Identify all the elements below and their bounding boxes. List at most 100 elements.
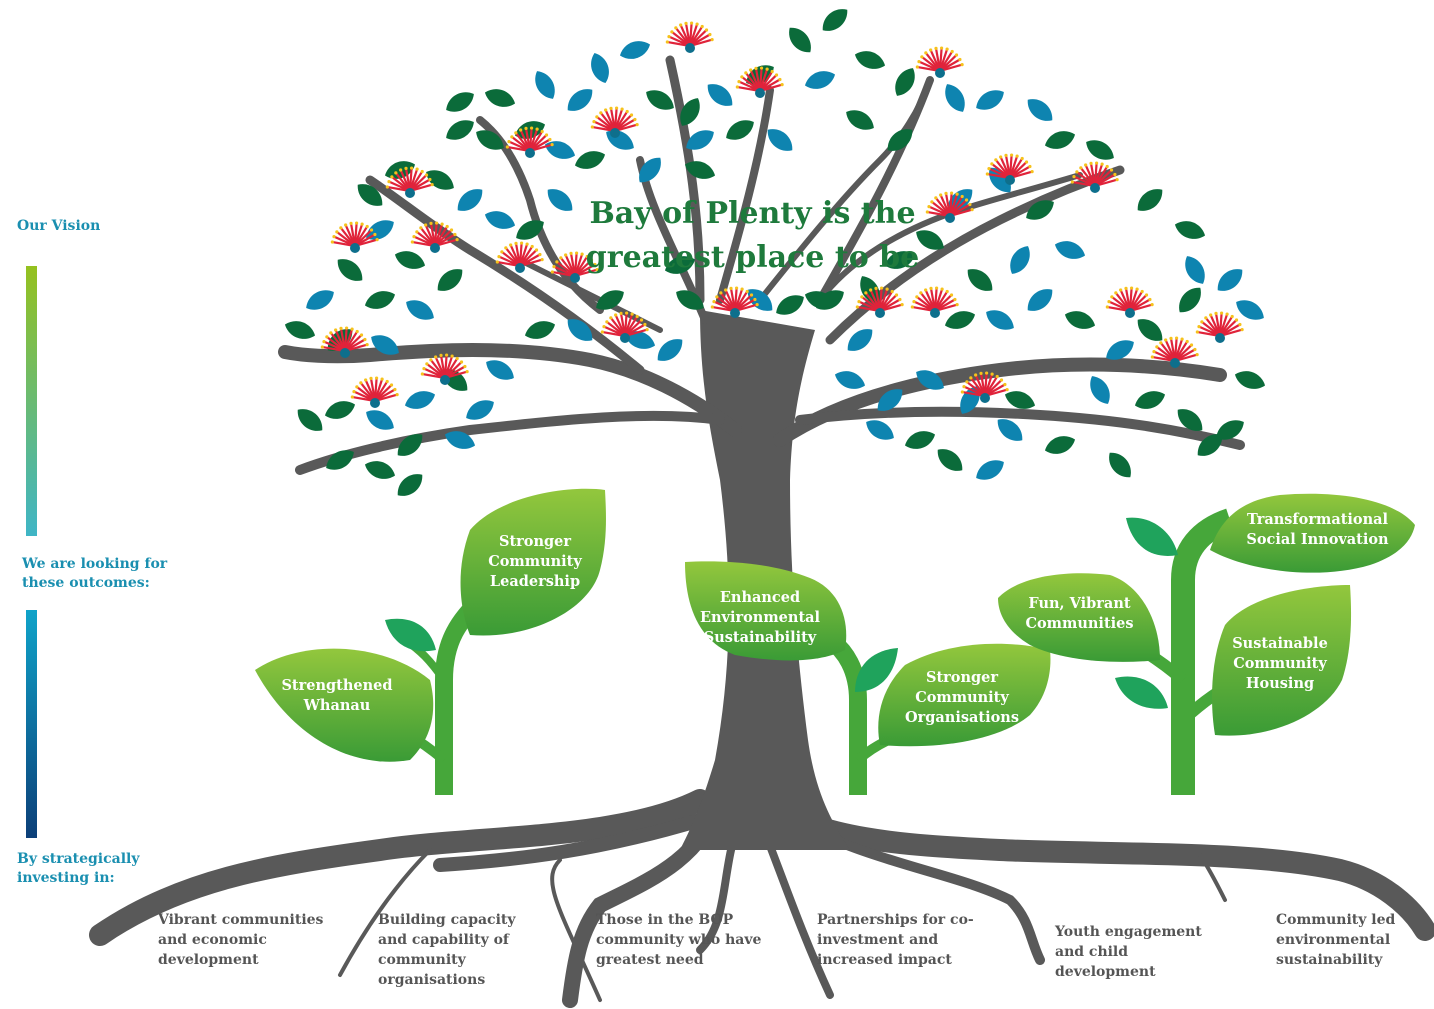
flower-icon [665, 21, 714, 53]
investing-label: By strategically investing in: [17, 851, 140, 886]
canopy-leaf [1109, 452, 1131, 478]
investment-building-capacity: Building capacity and capability of comm… [378, 912, 516, 988]
outcome-strengthened-whanau: Strengthened Whanau [281, 677, 393, 714]
flower-icon [350, 376, 399, 408]
canopy-leaf [1216, 420, 1244, 440]
tree-branches [278, 55, 1245, 475]
canopy-leaf [297, 409, 323, 431]
canopy-leaf [371, 335, 399, 355]
canopy-leaf [535, 71, 555, 99]
canopy-leaf [366, 220, 394, 240]
canopy-leaf [364, 461, 396, 479]
canopy-leaf [397, 434, 423, 456]
flower-icon [735, 66, 784, 98]
flower-icon [1150, 336, 1199, 368]
flower-icon [1105, 286, 1154, 318]
investment-partnerships: Partnerships for co-investment and incre… [817, 912, 974, 968]
flower-icon [330, 221, 379, 253]
canopy-leaf [1137, 319, 1163, 341]
vision-line-1: Bay of Plenty is the [589, 196, 916, 231]
canopy-leaf [1044, 436, 1076, 454]
canopy-leaf [484, 89, 516, 107]
canopy-leaf [444, 431, 476, 449]
canopy-leaf [789, 27, 811, 53]
canopy-leaf [1185, 256, 1205, 284]
canopy-leaf [591, 52, 609, 84]
canopy-leaf [484, 211, 516, 229]
canopy-leaf [916, 230, 944, 250]
flower-icon [910, 286, 959, 318]
canopy-leaf [1027, 99, 1053, 121]
flower-icon [960, 371, 1009, 403]
canopy-leaf [364, 291, 396, 309]
vision-statement: Bay of Plenty is the greatest place to b… [585, 192, 920, 280]
outcome-leaf-fun-vibrant [998, 573, 1160, 662]
canopy-leaf [726, 120, 754, 140]
canopy-leaf [1086, 140, 1114, 160]
canopy-leaf [306, 290, 334, 310]
canopy-leaf [967, 269, 993, 291]
canopy-leaf [997, 419, 1023, 441]
canopy-leaf [804, 291, 836, 309]
canopy-leaf [406, 300, 434, 320]
canopy-leaf [1026, 200, 1054, 220]
flower-icon [985, 153, 1034, 185]
canopy-leaf [976, 90, 1004, 110]
canopy-leaf [446, 92, 474, 112]
canopy-leaf [680, 98, 700, 126]
vision-gradient-bar [26, 266, 37, 536]
canopy-leaf [945, 84, 965, 112]
canopy-leaf [476, 130, 504, 150]
canopy-leaf [776, 295, 804, 315]
flower-icon [385, 166, 434, 198]
canopy-leaf [1054, 241, 1086, 259]
canopy-leaf [944, 311, 976, 329]
canopy-leaf [466, 400, 494, 420]
canopy-leaf [404, 391, 436, 409]
outcomes-gradient-bar [26, 610, 37, 838]
canopy-leaf [596, 290, 624, 310]
vision-label: Our Vision [17, 218, 101, 234]
flower-icon [1070, 161, 1119, 193]
canopy-leaf [866, 420, 894, 440]
outcome-small-leaf [385, 618, 436, 652]
flower-icon [1195, 311, 1244, 343]
pohutukawa-flowers [320, 21, 1244, 408]
canopy-leaf [366, 410, 394, 430]
canopy-leaf [1177, 409, 1203, 431]
investment-vibrant-communities: Vibrant communities and economic develop… [158, 912, 324, 968]
outcome-small-leaf [1115, 676, 1168, 709]
canopy-leaf [804, 71, 836, 89]
canopy-leaf [684, 161, 716, 179]
canopy-leaf [567, 319, 593, 341]
outcome-stronger-community-leadership: Stronger Community Leadership [488, 533, 582, 590]
canopy-leaf [937, 449, 963, 471]
flower-icon [925, 191, 974, 223]
canopy-leaf [1234, 371, 1266, 389]
canopy-leaf [397, 474, 423, 496]
canopy-leaf [1090, 376, 1110, 404]
flower-icon [495, 241, 544, 273]
canopy-leaf [1174, 221, 1206, 239]
outcome-transformational-social-innovation: Transformational Social Innovation [1246, 511, 1389, 548]
investment-environmental-sustainability: Community led environmental sustainabili… [1276, 912, 1396, 968]
outcome-leaf-community-organisations [878, 643, 1051, 747]
outcome-leaf-community-leadership [460, 488, 606, 636]
canopy-leaf [486, 360, 514, 380]
canopy-leaf [1179, 287, 1201, 313]
outcome-leaf-environmental [685, 561, 847, 661]
canopy-leaf [887, 129, 913, 151]
canopy-leaf [1236, 300, 1264, 320]
investment-youth-engagement: Youth engagement and child development [1055, 924, 1202, 980]
flower-icon [600, 311, 649, 343]
canopy-leaf [1010, 246, 1030, 274]
outcome-sustainable-community-housing: Sustainable Community Housing [1232, 635, 1328, 692]
canopy-leaf [446, 120, 474, 140]
outcome-small-leaf [855, 648, 898, 692]
canopy-leaf [1044, 131, 1076, 149]
canopy-leaf [904, 431, 936, 449]
canopy-leaf [657, 339, 683, 361]
canopy-leaf [986, 310, 1014, 330]
